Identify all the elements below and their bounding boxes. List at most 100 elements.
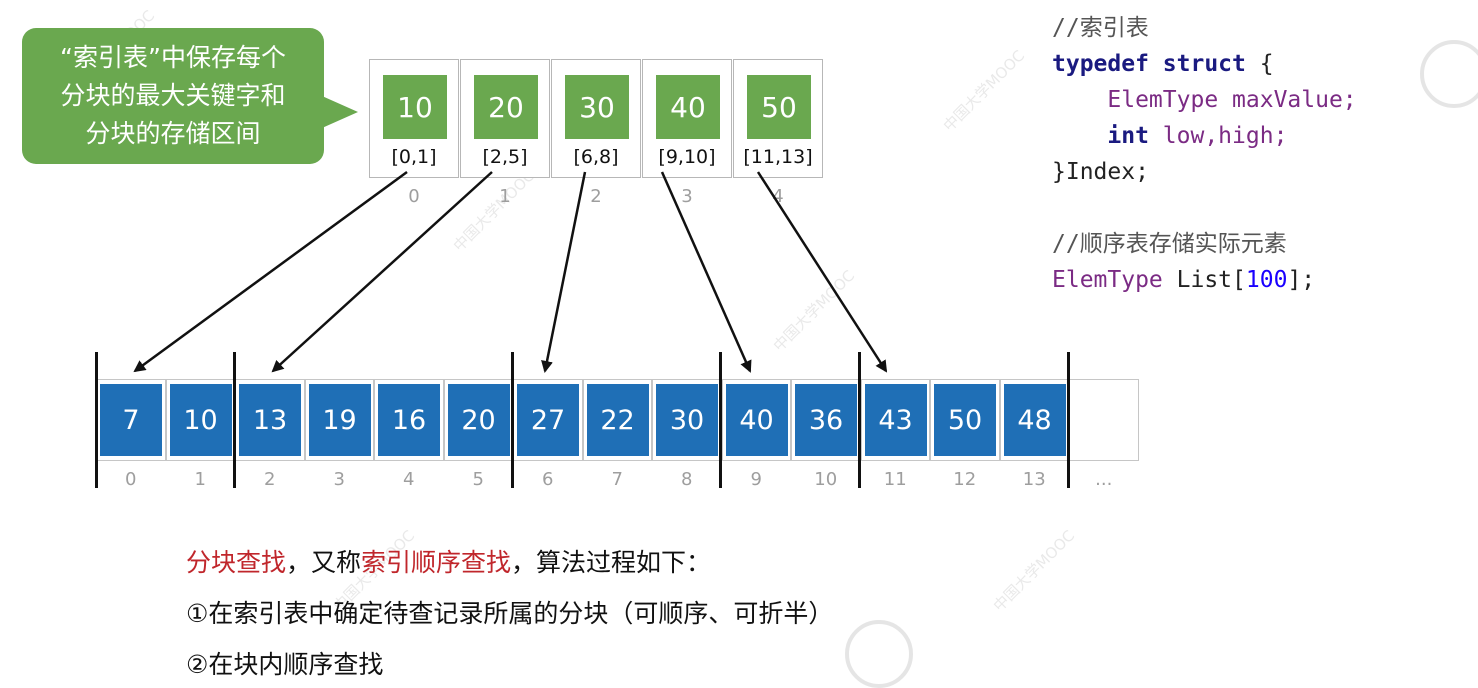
list-position: 2 <box>264 469 276 490</box>
list-position: 12 <box>953 469 977 490</box>
list-value: 43 <box>864 384 927 456</box>
index-entry: 50 [11,13] <box>733 59 823 178</box>
index-max-key: 10 <box>383 75 447 139</box>
index-max-key: 30 <box>565 75 629 139</box>
index-entry: 20 [2,5] <box>460 59 550 178</box>
description-line-1: 分块查找，又称索引顺序查找，算法过程如下： <box>186 543 711 579</box>
index-table: 10 [0,1] 20 [2,5] 30 [6,8] 40 [9,10] 50 … <box>369 59 824 180</box>
code-list-size: 100 <box>1245 267 1288 293</box>
code-comment-index: //索引表 <box>1052 15 1149 41</box>
list-element: 22 <box>582 379 652 461</box>
list-position: 13 <box>1022 469 1046 490</box>
list-element: 13 <box>235 379 305 461</box>
list-element: 30 <box>652 379 722 461</box>
list-value: 30 <box>656 384 718 456</box>
code-list-name: List[ <box>1176 267 1246 293</box>
list-element: 16 <box>374 379 444 461</box>
code-keyword-typedef: typedef <box>1052 51 1149 77</box>
arrow-block-4 <box>756 171 888 373</box>
callout-line-3: 分块的存储区间 <box>85 119 261 148</box>
description-step-2: ②在块内顺序查找 <box>186 650 384 679</box>
list-value: 7 <box>100 384 162 456</box>
callout-pointer <box>322 96 358 128</box>
index-range: [9,10] <box>658 146 716 168</box>
list-value: 16 <box>378 384 440 456</box>
list-element: 50 <box>930 379 1000 461</box>
watermark-seal <box>1420 40 1478 108</box>
list-value: 10 <box>169 384 232 456</box>
index-table-callout: “索引表”中保存每个 分块的最大关键字和 分块的存储区间 <box>22 28 324 164</box>
code-keyword-int: int <box>1107 123 1149 149</box>
list-value: 36 <box>795 384 857 456</box>
list-element: 10 <box>165 379 235 461</box>
list-position: 8 <box>681 469 693 490</box>
code-brace-open: { <box>1259 51 1274 77</box>
index-position: 0 <box>408 186 420 207</box>
list-position: 11 <box>883 469 907 490</box>
list-value: 20 <box>447 384 510 456</box>
list-value: 22 <box>586 384 649 456</box>
list-element: 40 <box>721 379 791 461</box>
list-value: 27 <box>517 384 579 456</box>
index-max-key: 50 <box>747 75 811 139</box>
index-max-key: 40 <box>656 75 720 139</box>
list-position: 1 <box>194 469 206 490</box>
list-position: 6 <box>542 469 554 490</box>
list-value: 48 <box>1003 384 1066 456</box>
term-block-search: 分块查找 <box>186 548 287 577</box>
arrow-block-3 <box>660 171 752 373</box>
block-separator <box>511 352 514 488</box>
list-element: 36 <box>791 379 861 461</box>
index-position: 2 <box>590 186 602 207</box>
list-position: 3 <box>333 469 345 490</box>
list-element: 7 <box>96 379 166 461</box>
description-step-1: ①在索引表中确定待查记录所属的分块（可顺序、可折半） <box>186 599 834 628</box>
list-position: 10 <box>814 469 838 490</box>
index-entry: 30 [6,8] <box>551 59 641 178</box>
index-range: [6,8] <box>573 146 619 168</box>
list-position: 7 <box>611 469 623 490</box>
code-comment-list: //顺序表存储实际元素 <box>1052 231 1287 257</box>
list-value: 13 <box>239 384 301 456</box>
index-entry: 10 [0,1] <box>369 59 459 178</box>
code-list-type: ElemType <box>1052 267 1163 293</box>
term-index-sequential-search: 索引顺序查找 <box>361 548 512 577</box>
index-range: [0,1] <box>391 146 437 168</box>
list-value: 40 <box>725 384 788 456</box>
block-separator <box>719 352 722 488</box>
callout-line-1: “索引表”中保存每个 <box>60 43 286 72</box>
code-close-index: }Index; <box>1052 159 1149 185</box>
list-position: 9 <box>750 469 762 490</box>
index-range: [11,13] <box>743 146 813 168</box>
index-position: 4 <box>772 186 784 207</box>
callout-line-2: 分块的最大关键字和 <box>60 81 286 110</box>
code-fields-low-high: low,high; <box>1162 123 1288 149</box>
description-tail: ，算法过程如下： <box>511 548 712 577</box>
code-keyword-struct: struct <box>1162 51 1246 77</box>
list-position: 4 <box>403 469 415 490</box>
description-mid: ，又称 <box>286 548 362 577</box>
list-element: 19 <box>304 379 374 461</box>
list-element: 48 <box>999 379 1069 461</box>
list-element-empty <box>1069 379 1139 461</box>
list-element: 20 <box>443 379 513 461</box>
block-separator <box>858 352 861 488</box>
arrow-block-0 <box>133 170 408 373</box>
code-field-maxvalue: maxValue; <box>1232 87 1357 113</box>
list-position: 0 <box>125 469 137 490</box>
index-max-key: 20 <box>474 75 538 139</box>
code-snippet: //索引表 typedef struct { ElemType maxValue… <box>1052 10 1357 298</box>
code-list-end: ]; <box>1287 267 1316 293</box>
index-range: [2,5] <box>482 146 528 168</box>
code-type-elemtype: ElemType <box>1107 87 1219 113</box>
index-position: 1 <box>499 186 511 207</box>
index-position: 3 <box>681 186 693 207</box>
list-position: 5 <box>472 469 484 490</box>
arrow-block-2 <box>541 171 587 373</box>
list-value: 50 <box>934 384 996 456</box>
list-value: 19 <box>308 384 371 456</box>
list-element: 27 <box>513 379 583 461</box>
list-ellipsis: ... <box>1095 469 1113 490</box>
block-separator <box>95 352 98 488</box>
